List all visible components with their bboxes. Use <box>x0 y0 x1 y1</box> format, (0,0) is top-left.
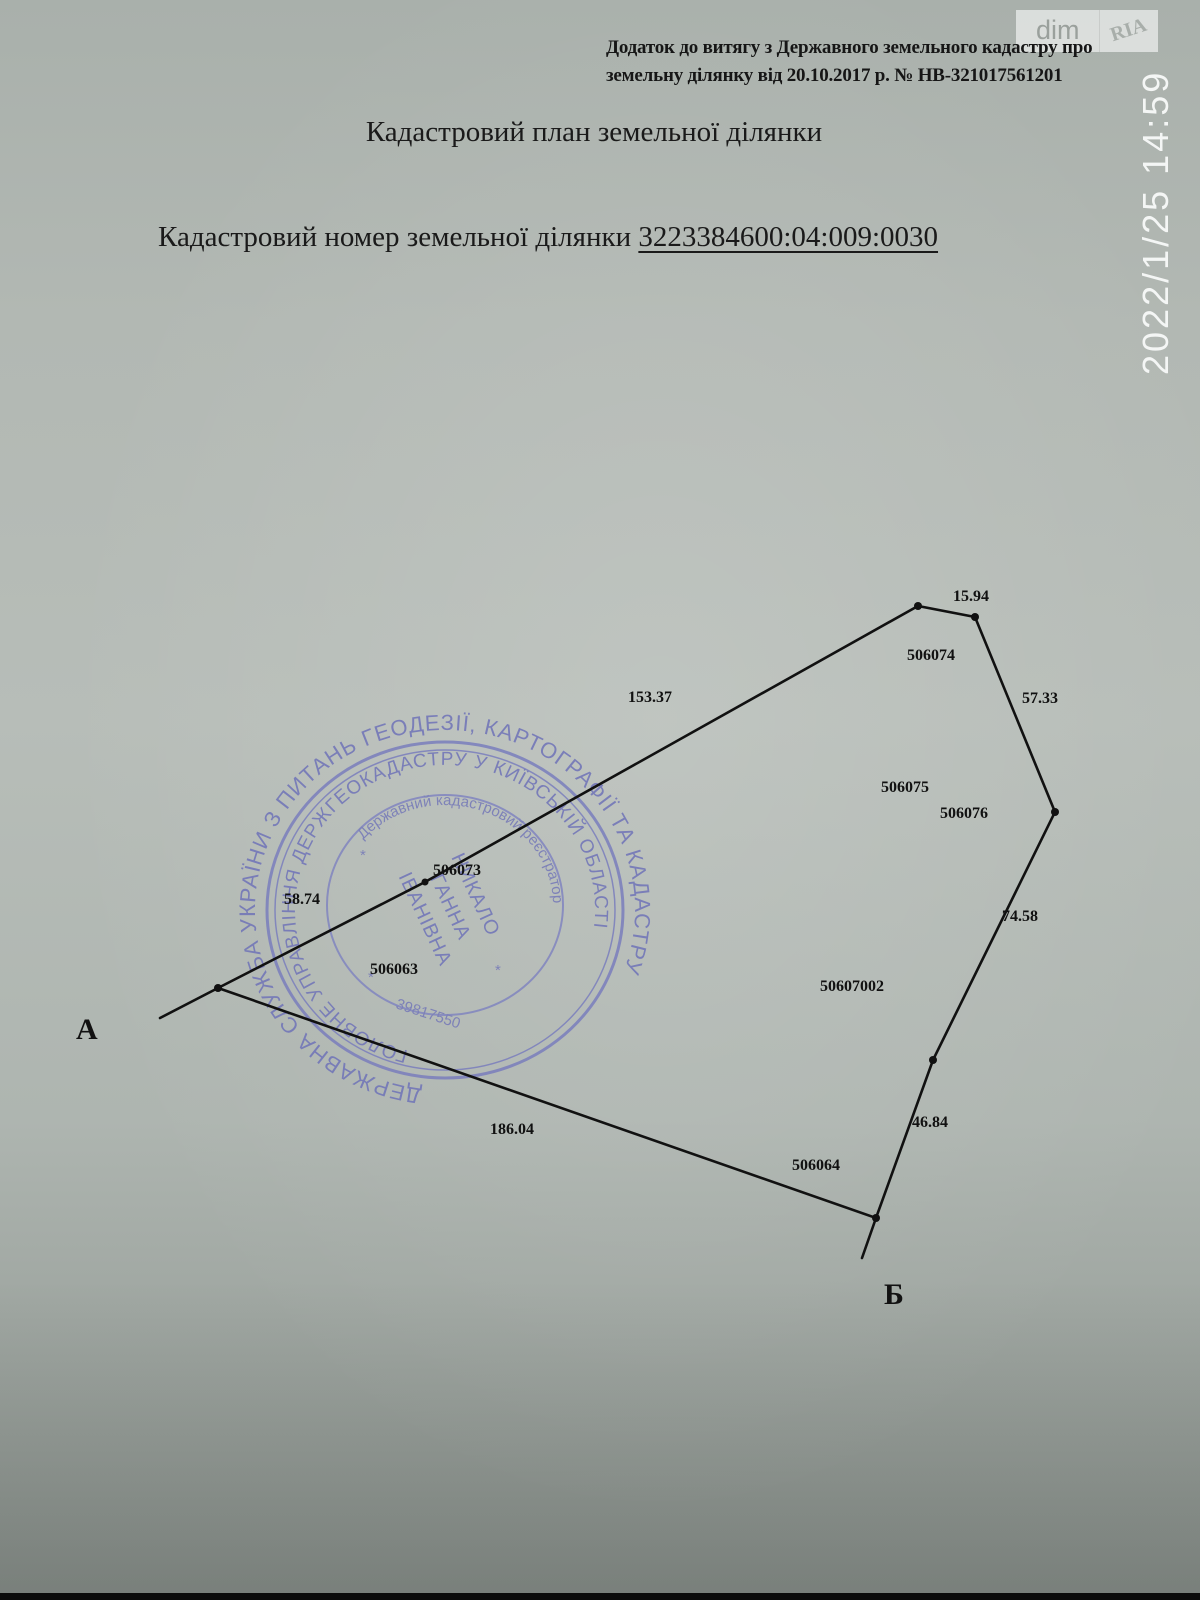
point-b-label: Б <box>884 1278 904 1311</box>
segment-length-right-middle: 74.58 <box>1002 908 1038 925</box>
extension-line-b <box>860 1216 878 1260</box>
stamp-outer-ring <box>265 740 625 1080</box>
vertex <box>929 1056 937 1064</box>
stamp-code: 39817550 <box>394 996 463 1033</box>
cadastral-number-line: Кадастровий номер земельної ділянки 3223… <box>158 221 938 254</box>
appendix-note-line-2: земельну ділянку від 20.10.2017 р. № НВ-… <box>606 65 1063 86</box>
segment-length-top-long: 153.37 <box>628 689 672 706</box>
neighbor-parcel-label: 50607002 <box>820 978 884 995</box>
stamp-inner-ring <box>326 794 564 1016</box>
stamp-outer-ring-inner-line <box>274 749 616 1071</box>
official-stamp: ДЕРЖАВНА СЛУЖБА УКРАЇНИ З ПИТАНЬ ГЕОДЕЗІ… <box>235 710 654 1109</box>
parcel-polygon <box>216 604 1057 1220</box>
segment-length-bottom: 186.04 <box>490 1121 534 1138</box>
segment-length-top-short: 15.94 <box>953 588 989 605</box>
neighbor-parcel-label: 506064 <box>792 1157 840 1174</box>
extension-line-a <box>158 986 220 1020</box>
dim-ria-watermark: dim RIA <box>1016 10 1158 52</box>
segment-length-left: 58.74 <box>284 891 320 908</box>
photo-bottom-edge <box>0 1593 1200 1600</box>
point-a-label: А <box>76 1013 98 1046</box>
plan-title: Кадастровий план земельної ділянки <box>365 116 823 148</box>
vertex <box>872 1214 880 1222</box>
vertex <box>214 984 222 992</box>
cadastral-number-value: 3223384600:04:009:0030 <box>638 221 939 253</box>
stamp-star-upper: * <box>360 847 366 864</box>
vertex <box>421 878 429 886</box>
vertex <box>1051 808 1059 816</box>
appendix-note-line-1: Додаток до витягу з Державного земельног… <box>606 37 1093 58</box>
vertex <box>971 613 979 621</box>
vertex <box>914 602 922 610</box>
neighbor-parcel-label: 506063 <box>370 961 418 978</box>
neighbor-parcel-label: 506073 <box>433 862 481 879</box>
stamp-star-left: * <box>368 969 374 986</box>
boundary-vertices <box>214 602 1059 1222</box>
neighbor-parcel-label: 506074 <box>907 647 955 664</box>
page-title: Кадастровий план земельної ділянки <box>0 116 1200 149</box>
segment-length-right-lower: 46.84 <box>912 1114 948 1131</box>
parcel-boundary <box>158 604 1057 1260</box>
neighbor-parcel-label: 506076 <box>940 805 988 822</box>
watermark-dim-text: dim <box>1016 10 1101 52</box>
cadastral-number-label: Кадастровий номер земельної ділянки <box>158 221 632 253</box>
neighbor-parcel-label: 506075 <box>881 779 929 796</box>
segment-length-right-upper: 57.33 <box>1022 690 1058 707</box>
stamp-star-right: * <box>495 962 501 979</box>
extract-appendix-note: Додаток до витягу з Державного земельног… <box>606 34 1166 90</box>
